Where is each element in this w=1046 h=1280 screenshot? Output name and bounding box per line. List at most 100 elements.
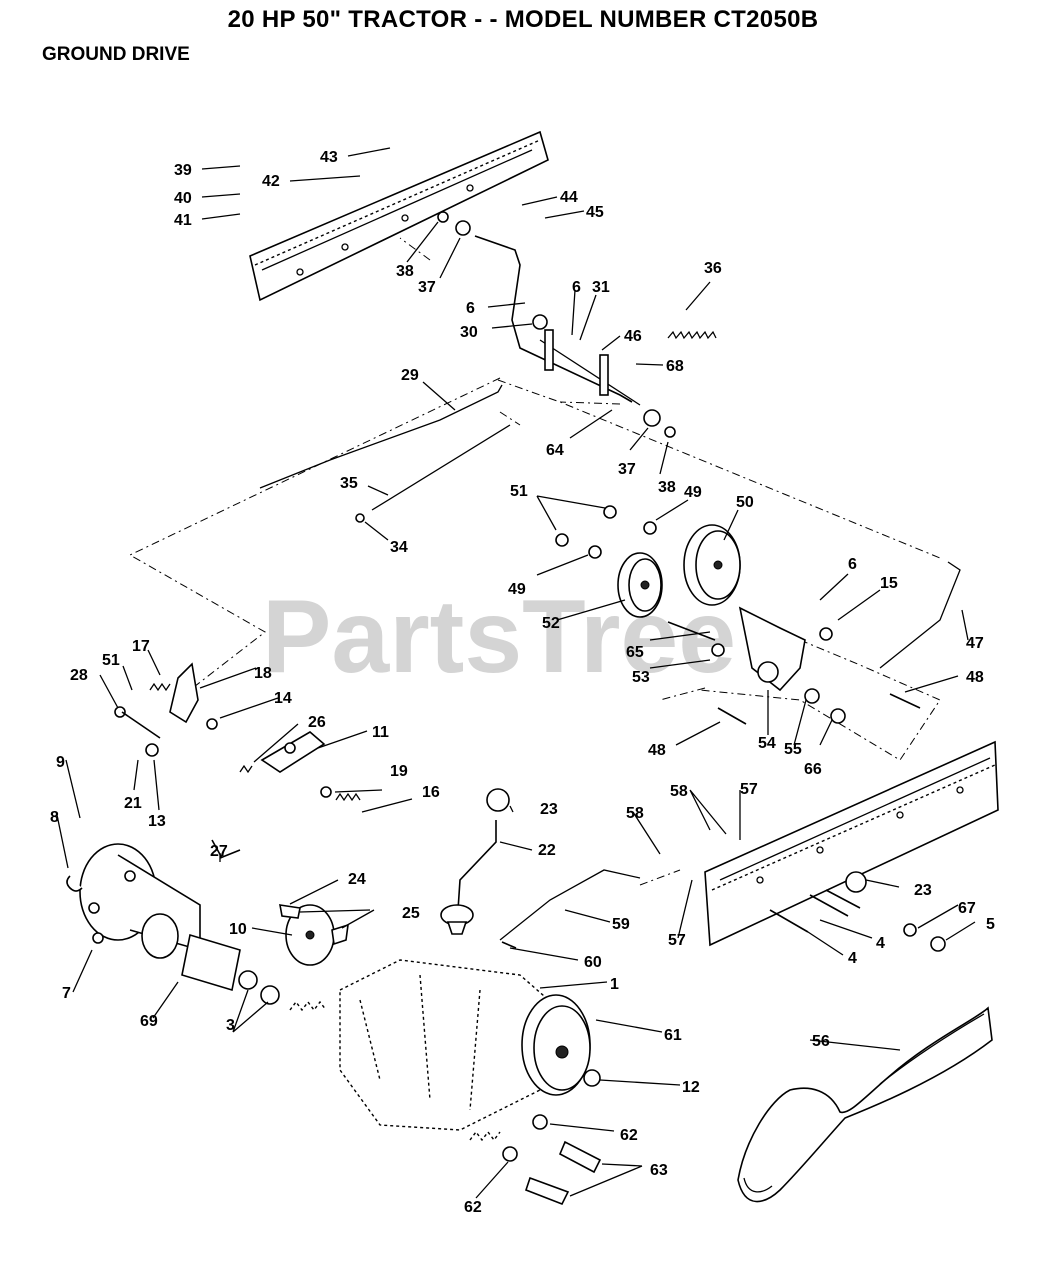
- callout-21: 21: [124, 795, 142, 812]
- callout-61: 61: [664, 1027, 682, 1044]
- callout-42: 42: [262, 173, 280, 190]
- callout-36: 36: [704, 260, 722, 277]
- idler-bracket-54: [738, 606, 806, 692]
- callout-19: 19: [390, 763, 408, 780]
- callout-10: 10: [229, 921, 247, 938]
- callout-23b: 23: [914, 882, 932, 899]
- bolt-63b: [525, 1176, 570, 1206]
- callout-63: 63: [650, 1162, 668, 1179]
- nut-12: [583, 1069, 601, 1087]
- washer-62b: [502, 1146, 518, 1162]
- callout-1: 1: [610, 976, 619, 993]
- callout-8: 8: [50, 809, 59, 826]
- callout-6c: 6: [848, 556, 857, 573]
- page-title: 20 HP 50" TRACTOR - - MODEL NUMBER CT205…: [227, 6, 819, 33]
- idler-pulley-50: [683, 524, 741, 606]
- rod-29: [259, 384, 503, 489]
- alignment-lines: [128, 237, 941, 886]
- callout-24: 24: [348, 871, 366, 888]
- callout-54: 54: [758, 735, 776, 752]
- callout-4: 4: [876, 935, 885, 952]
- callout-41: 41: [174, 212, 192, 229]
- callout-51b: 51: [102, 652, 120, 669]
- callout-48: 48: [966, 669, 984, 686]
- callout-51: 51: [510, 483, 528, 500]
- callout-13: 13: [148, 813, 166, 830]
- callout-68: 68: [666, 358, 684, 375]
- transaxle-pulley-61: [521, 994, 591, 1096]
- nut-51: [603, 505, 617, 519]
- callout-59: 59: [612, 916, 630, 933]
- nut-51b: [555, 533, 569, 547]
- rod-35: [371, 424, 511, 511]
- bolt-63a: [558, 1140, 602, 1174]
- nut-34: [355, 513, 365, 523]
- callout-30: 30: [460, 324, 478, 341]
- bolt-4b: [809, 894, 849, 917]
- watermark: PartsTree: [262, 579, 736, 695]
- rod-59: [499, 869, 641, 941]
- callout-29: 29: [401, 367, 419, 384]
- callout-37b: 37: [618, 461, 636, 478]
- callout-47: 47: [966, 635, 984, 652]
- callout-39: 39: [174, 162, 192, 179]
- shift-lever-22: [440, 788, 510, 935]
- lower-frame: [704, 740, 999, 947]
- callout-22: 22: [538, 842, 556, 859]
- callout-48b: 48: [648, 742, 666, 759]
- bolt-4a: [769, 909, 809, 933]
- washer-3b: [260, 985, 280, 1005]
- callout-18: 18: [254, 665, 272, 682]
- callout-35: 35: [340, 475, 358, 492]
- callout-7: 7: [62, 985, 71, 1002]
- callout-67: 67: [958, 900, 976, 917]
- callout-62: 62: [620, 1127, 638, 1144]
- callout-38b: 38: [658, 479, 676, 496]
- callout-49b: 49: [508, 581, 526, 598]
- linkage-47: [879, 561, 961, 669]
- callout-50: 50: [736, 494, 754, 511]
- callout-45: 45: [586, 204, 604, 221]
- knob-23: [845, 871, 867, 893]
- axle-housing-7: [66, 843, 201, 959]
- pedal-shaft-assembly: [437, 211, 676, 438]
- callout-57b: 57: [668, 932, 686, 949]
- callout-9: 9: [56, 754, 65, 771]
- nut-5: [930, 936, 946, 952]
- callout-65: 65: [626, 644, 644, 661]
- spring-36: [667, 330, 717, 340]
- callout-55: 55: [784, 741, 802, 758]
- callout-14: 14: [274, 690, 292, 707]
- callout-23: 23: [540, 801, 558, 818]
- callout-28: 28: [70, 667, 88, 684]
- clip-60: [501, 941, 517, 949]
- callout-69: 69: [140, 1013, 158, 1030]
- washer-62a: [532, 1114, 548, 1130]
- callout-5: 5: [986, 916, 995, 933]
- callout-3: 3: [226, 1017, 235, 1034]
- transaxle: [289, 959, 561, 1142]
- brake-disc-10: [279, 904, 349, 966]
- callout-53: 53: [632, 669, 650, 686]
- callout-34: 34: [390, 539, 408, 556]
- callout-labels: 43 39 42 40 41 44 45 38 37 36 6 6 31 30 …: [50, 149, 995, 1216]
- bolt-4c: [825, 889, 861, 909]
- callout-38: 38: [396, 263, 414, 280]
- idler-pulley-52: [617, 552, 663, 618]
- callout-58b: 58: [626, 805, 644, 822]
- callout-66: 66: [804, 761, 822, 778]
- callout-58: 58: [670, 783, 688, 800]
- bolt-48-left: [717, 707, 747, 725]
- callout-44: 44: [560, 189, 578, 206]
- washer-49: [643, 521, 657, 535]
- brake-assembly: [114, 662, 361, 859]
- callout-11: 11: [372, 724, 389, 741]
- callout-6b: 6: [572, 279, 581, 296]
- spacer-69: [181, 933, 241, 992]
- upper-frame: [249, 130, 549, 302]
- callout-49: 49: [684, 484, 702, 501]
- callout-37: 37: [418, 279, 436, 296]
- callout-4b: 4: [848, 950, 857, 967]
- washer-67: [903, 923, 917, 937]
